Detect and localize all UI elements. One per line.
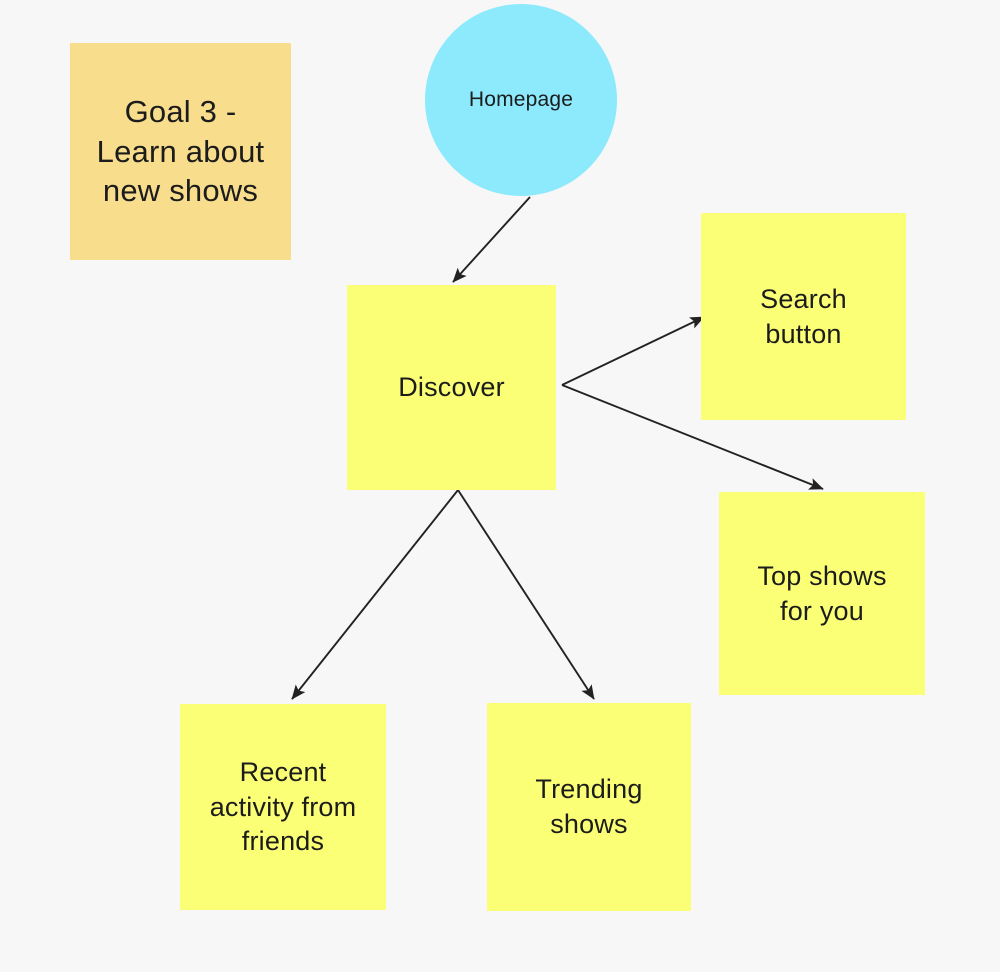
sticky-note-search-button-label: Search button — [760, 283, 847, 349]
sticky-note-goal-3-label: Goal 3 - Learn about new shows — [96, 93, 265, 209]
sticky-note-recent-activity-from-friends[interactable]: Recent activity from friends — [180, 704, 386, 910]
node-homepage[interactable]: Homepage — [425, 4, 617, 196]
sticky-note-trending-shows[interactable]: Trending shows — [487, 703, 691, 911]
edge-discover-to-trending — [457, 489, 595, 700]
sticky-note-goal-3[interactable]: Goal 3 - Learn about new shows — [70, 43, 291, 260]
sticky-note-discover[interactable]: Discover — [347, 285, 556, 490]
sticky-note-trending-shows-label: Trending shows — [535, 774, 643, 839]
edge-homepage-to-discover — [452, 196, 531, 283]
sticky-note-top-shows-for-you[interactable]: Top shows for you — [719, 492, 925, 695]
edge-discover-to-recent-activity — [291, 489, 459, 700]
sticky-note-discover-label: Discover — [398, 372, 505, 403]
node-homepage-label: Homepage — [468, 87, 574, 111]
sticky-note-search-button[interactable]: Search button — [701, 213, 906, 420]
sticky-note-recent-activity-from-friends-label: Recent activity from friends — [209, 757, 357, 857]
sticky-note-top-shows-for-you-label: Top shows for you — [757, 560, 887, 626]
edge-discover-to-search — [561, 316, 705, 386]
